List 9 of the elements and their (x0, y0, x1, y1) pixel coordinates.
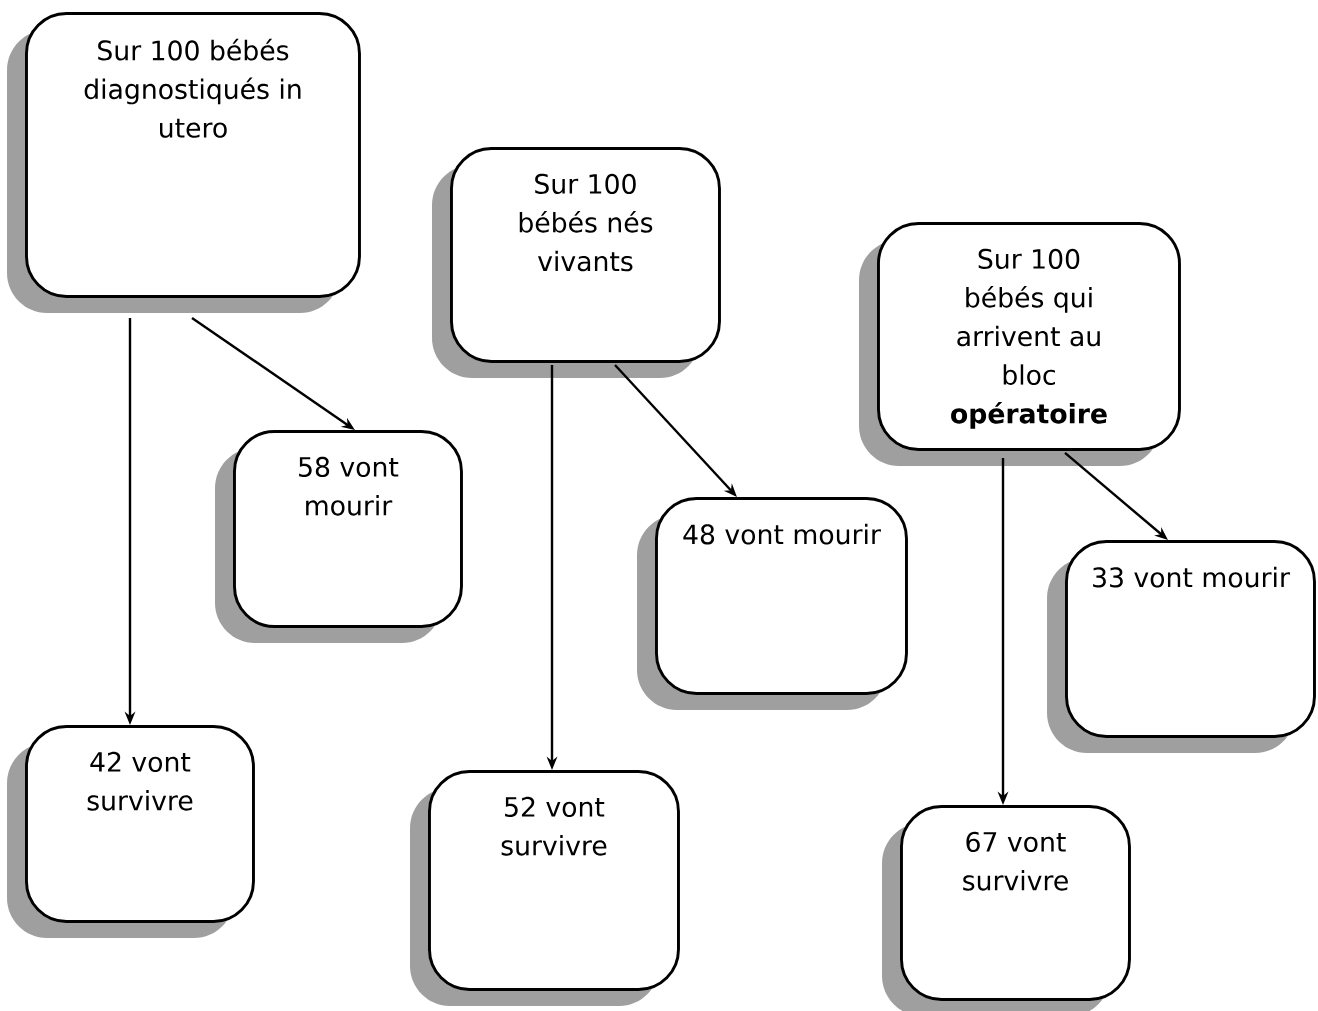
rounded-box: 67 vont survivre (882, 805, 1131, 1011)
rounded-box: 33 vont mourir (1047, 540, 1316, 753)
rounded-box: 52 vont survivre (410, 770, 680, 1006)
rounded-box: 42 vont survivre (7, 725, 255, 938)
rounded-box: 58 vont mourir (215, 430, 463, 643)
rounded-box: 48 vont mourir (637, 497, 908, 710)
rounded-box: Sur 100 bébés qui arrivent au bloc opératoire (859, 222, 1181, 466)
rounded-box: Sur 100 bébés diagnostiqués in utero (7, 12, 361, 313)
rounded-box: Sur 100 bébés nés vivants (432, 147, 721, 378)
